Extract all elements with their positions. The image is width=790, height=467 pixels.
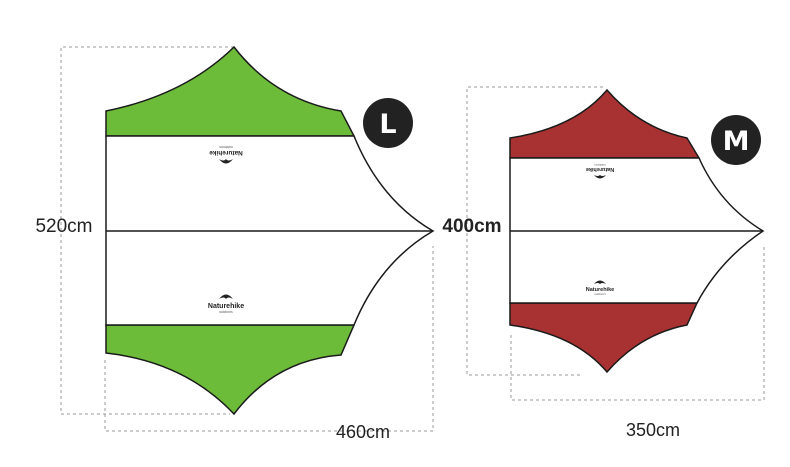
medium-logo-top-mark [594,175,606,179]
medium-bottom-cap [509,302,699,374]
large-logo-bottom-text: Naturehike [208,303,244,310]
large-logo-bottom: Naturehike outdoors [208,294,244,314]
medium-height-guide [466,86,603,376]
large-dimension-guides [60,46,434,432]
large-logo-top-text: Naturehike [209,149,243,156]
medium-logo-bottom: Naturehike outdoors [586,280,614,296]
medium-height-label: 400cm [442,216,501,237]
medium-logo-top-sub: outdoors [594,163,606,167]
large-bottom-cap [105,324,356,416]
medium-width-label: 350cm [626,420,680,440]
large-logo-top-sub: outdoors [219,145,233,149]
medium-logo-top: Naturehike outdoors [586,163,614,179]
medium-logo-bottom-sub: outdoors [594,292,606,296]
medium-size-badge: M [711,115,761,165]
large-badge-circle [363,98,413,148]
medium-logo-bottom-mark [594,280,606,284]
large-width-guide [104,246,434,432]
large-logo-top-mark [219,159,233,164]
large-height-guide [60,46,234,415]
medium-tarp: Naturehike outdoors Naturehike outdoors … [442,86,765,440]
large-logo-bottom-sub: outdoors [219,310,233,314]
large-logo-bottom-mark [219,294,233,299]
medium-badge-circle [711,115,761,165]
large-height-label: 520cm [35,216,92,237]
medium-top-cap [509,88,701,159]
large-size-badge: L [363,98,413,148]
large-logo-top: Naturehike outdoors [209,145,243,164]
medium-logo-bottom-text: Naturehike [586,287,614,293]
medium-badge-letter: M [723,126,750,157]
large-tarp: Naturehike outdoors Naturehike outdoors … [35,45,435,442]
medium-width-guide [510,244,765,401]
large-top-cap [105,45,356,137]
large-badge-letter: L [379,109,396,140]
large-width-label: 460cm [336,422,390,442]
medium-logo-top-text: Naturehike [586,166,614,172]
medium-dimension-guides [466,86,765,401]
